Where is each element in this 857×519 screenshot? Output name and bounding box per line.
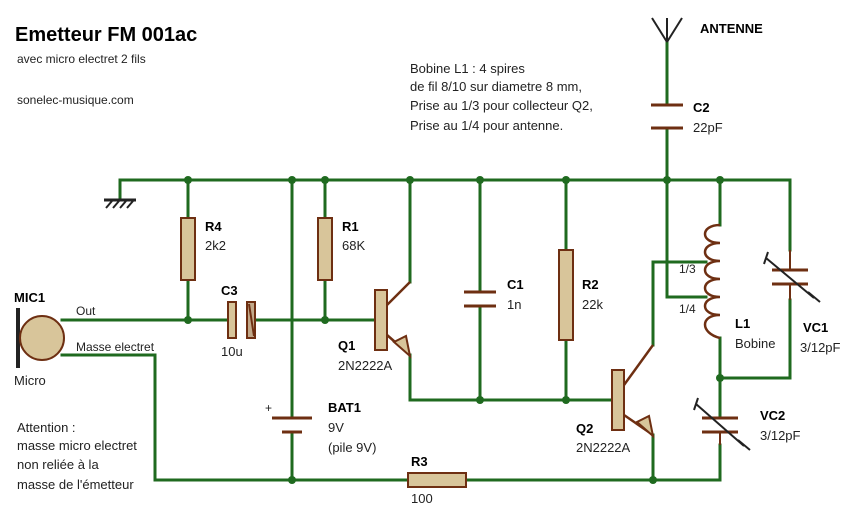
l1-ref: L1 <box>735 316 750 331</box>
junction-dots <box>184 176 724 484</box>
attention-note-line: masse de l'émetteur <box>17 477 134 492</box>
l1-tap-quarter: 1/4 <box>679 302 696 316</box>
junction-dot <box>476 396 484 404</box>
r1-value: 68K <box>342 238 365 253</box>
r2-resistor <box>558 249 574 341</box>
q1-emitter-wire <box>408 353 614 402</box>
mic1-value: Micro <box>14 373 46 388</box>
mic1-pin-out: Out <box>76 304 96 318</box>
wires <box>60 40 792 482</box>
junction-dot <box>184 316 192 324</box>
r1-resistor <box>317 217 333 281</box>
c3-capacitor <box>227 301 256 339</box>
c2-value: 22pF <box>693 120 723 135</box>
r3-resistor <box>407 472 467 488</box>
coil-note: Bobine L1 : 4 spires de fil 8/10 sur dia… <box>410 61 593 133</box>
vc2-variable-capacitor <box>693 397 751 451</box>
r4-value: 2k2 <box>205 238 226 253</box>
junction-dot <box>716 176 724 184</box>
junction-dot <box>321 316 329 324</box>
junction-dot <box>288 476 296 484</box>
antenna-symbol <box>651 17 683 43</box>
mic1-ref: MIC1 <box>14 290 45 305</box>
page-title: Emetteur FM 001ac <box>15 24 197 46</box>
junction-dot <box>406 176 414 184</box>
l1-value: Bobine <box>735 336 775 351</box>
junction-dot <box>649 476 657 484</box>
coil-note-line: de fil 8/10 sur diametre 8 mm, <box>410 79 582 94</box>
q2-value: 2N2222A <box>576 440 631 455</box>
bat1-battery <box>272 416 312 434</box>
bat1-value: 9V <box>328 420 344 435</box>
junction-dot <box>321 176 329 184</box>
attention-note-line: non reliée à la <box>17 457 99 472</box>
l1-inductor <box>703 223 721 340</box>
vc2-ref: VC2 <box>760 408 785 423</box>
mic1-pin-ground: Masse electret <box>76 340 155 354</box>
coil-note-line: Bobine L1 : 4 spires <box>410 61 525 76</box>
junction-dot <box>663 176 671 184</box>
junction-dot <box>716 374 724 382</box>
c1-capacitor <box>464 290 496 308</box>
attention-note-line: masse micro electret <box>17 438 137 453</box>
junction-dot <box>562 396 570 404</box>
vc2-value: 3/12pF <box>760 428 801 443</box>
ground-symbol <box>104 198 136 209</box>
l1-tap-third: 1/3 <box>679 262 696 276</box>
junction-dot <box>288 176 296 184</box>
coil-note-line: Prise au 1/4 pour antenne. <box>410 118 563 133</box>
page-subtitle: avec micro electret 2 fils <box>17 52 146 66</box>
c1-value: 1n <box>507 297 521 312</box>
r2-ref: R2 <box>582 277 599 292</box>
q2-ref: Q2 <box>576 421 593 436</box>
bat1-plus-sign: + <box>265 401 272 415</box>
attention-note-line: Attention : <box>17 420 76 435</box>
top-rail-wire <box>118 178 792 252</box>
vc1-variable-capacitor <box>763 250 821 303</box>
mic1-symbol <box>16 308 65 368</box>
r1-ref: R1 <box>342 219 359 234</box>
l1-tap-third-wire <box>651 260 708 347</box>
vc1-ref: VC1 <box>803 320 828 335</box>
c2-ref: C2 <box>693 100 710 115</box>
r2-value: 22k <box>582 297 603 312</box>
c1-ref: C1 <box>507 277 524 292</box>
r3-ref: R3 <box>411 454 428 469</box>
vc1-value: 3/12pF <box>800 340 841 355</box>
q2-transistor <box>611 344 655 439</box>
bat1-ref: BAT1 <box>328 400 361 415</box>
junction-dot <box>562 176 570 184</box>
antenna-label: ANTENNE <box>700 21 763 36</box>
q1-value: 2N2222A <box>338 358 393 373</box>
website-label: sonelec-musique.com <box>17 93 134 107</box>
c3-ref: C3 <box>221 283 238 298</box>
junction-dot <box>476 176 484 184</box>
r3-value: 100 <box>411 491 433 506</box>
bat1-note: (pile 9V) <box>328 440 376 455</box>
q1-transistor <box>374 281 412 359</box>
r4-resistor <box>180 217 196 281</box>
mic-ground-wire <box>60 353 294 482</box>
coil-note-line: Prise au 1/3 pour collecteur Q2, <box>410 98 593 113</box>
mic-body <box>19 315 65 361</box>
c2-capacitor <box>651 103 683 130</box>
attention-note: Attention : masse micro electret non rel… <box>17 420 137 492</box>
c3-value: 10u <box>221 344 243 359</box>
q1-ref: Q1 <box>338 338 355 353</box>
r4-ref: R4 <box>205 219 222 234</box>
junction-dot <box>184 176 192 184</box>
